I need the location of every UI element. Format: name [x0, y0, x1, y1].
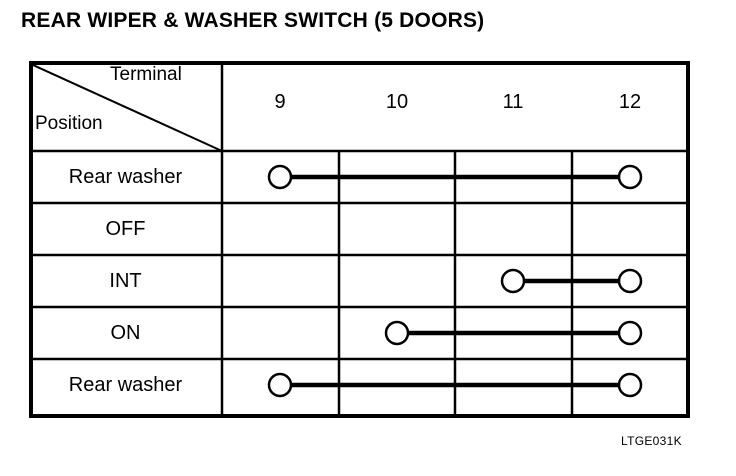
- header-diagonal-divider: [33, 65, 223, 152]
- row-dividers: [33, 149, 686, 361]
- wire-row-3: [500, 268, 643, 294]
- row-label-on: ON: [110, 322, 141, 344]
- page-title: REAR WIPER & WASHER SWITCH (5 DOORS): [21, 9, 485, 32]
- header-position-label: Position: [35, 113, 103, 134]
- column-header-label: 12: [618, 91, 642, 113]
- table-grid-and-wiring: [33, 65, 686, 414]
- column-dividers: [220, 65, 574, 414]
- row-label-rear-washer-2: Rear washer: [68, 374, 183, 396]
- wire-row-4: [384, 320, 643, 346]
- column-header-label: 9: [274, 91, 286, 113]
- wire-row-1: [267, 164, 643, 190]
- switch-continuity-table: [29, 61, 690, 418]
- column-header-label: 10: [385, 91, 409, 113]
- header-terminal-label: Terminal: [110, 64, 182, 85]
- row-label-off: OFF: [105, 218, 146, 240]
- wire-row-5: [267, 372, 643, 398]
- figure-code-caption: LTGE031K: [621, 434, 682, 448]
- row-label-rear-washer-1: Rear washer: [68, 166, 183, 188]
- row-label-int: INT: [109, 270, 142, 292]
- column-header-label: 11: [502, 91, 524, 113]
